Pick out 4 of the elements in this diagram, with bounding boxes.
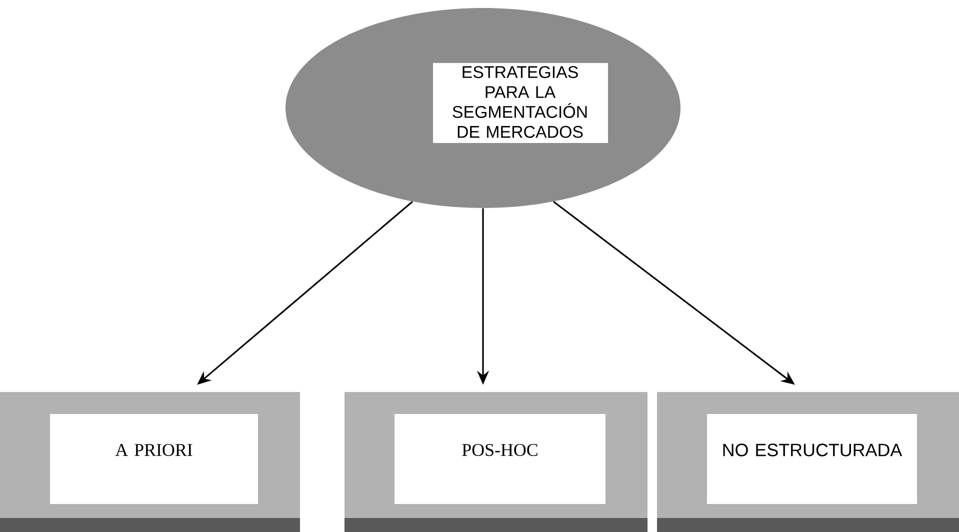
process-box: NO ESTRUCTURADA	[657, 392, 959, 532]
process-box: A PRIORI	[0, 392, 300, 532]
process-box: POS-HOC	[344, 392, 648, 532]
ellipse-node: ESTRATEGIAS PARA LA SEGMENTACIÓN DE MERCADOS	[286, 8, 680, 208]
